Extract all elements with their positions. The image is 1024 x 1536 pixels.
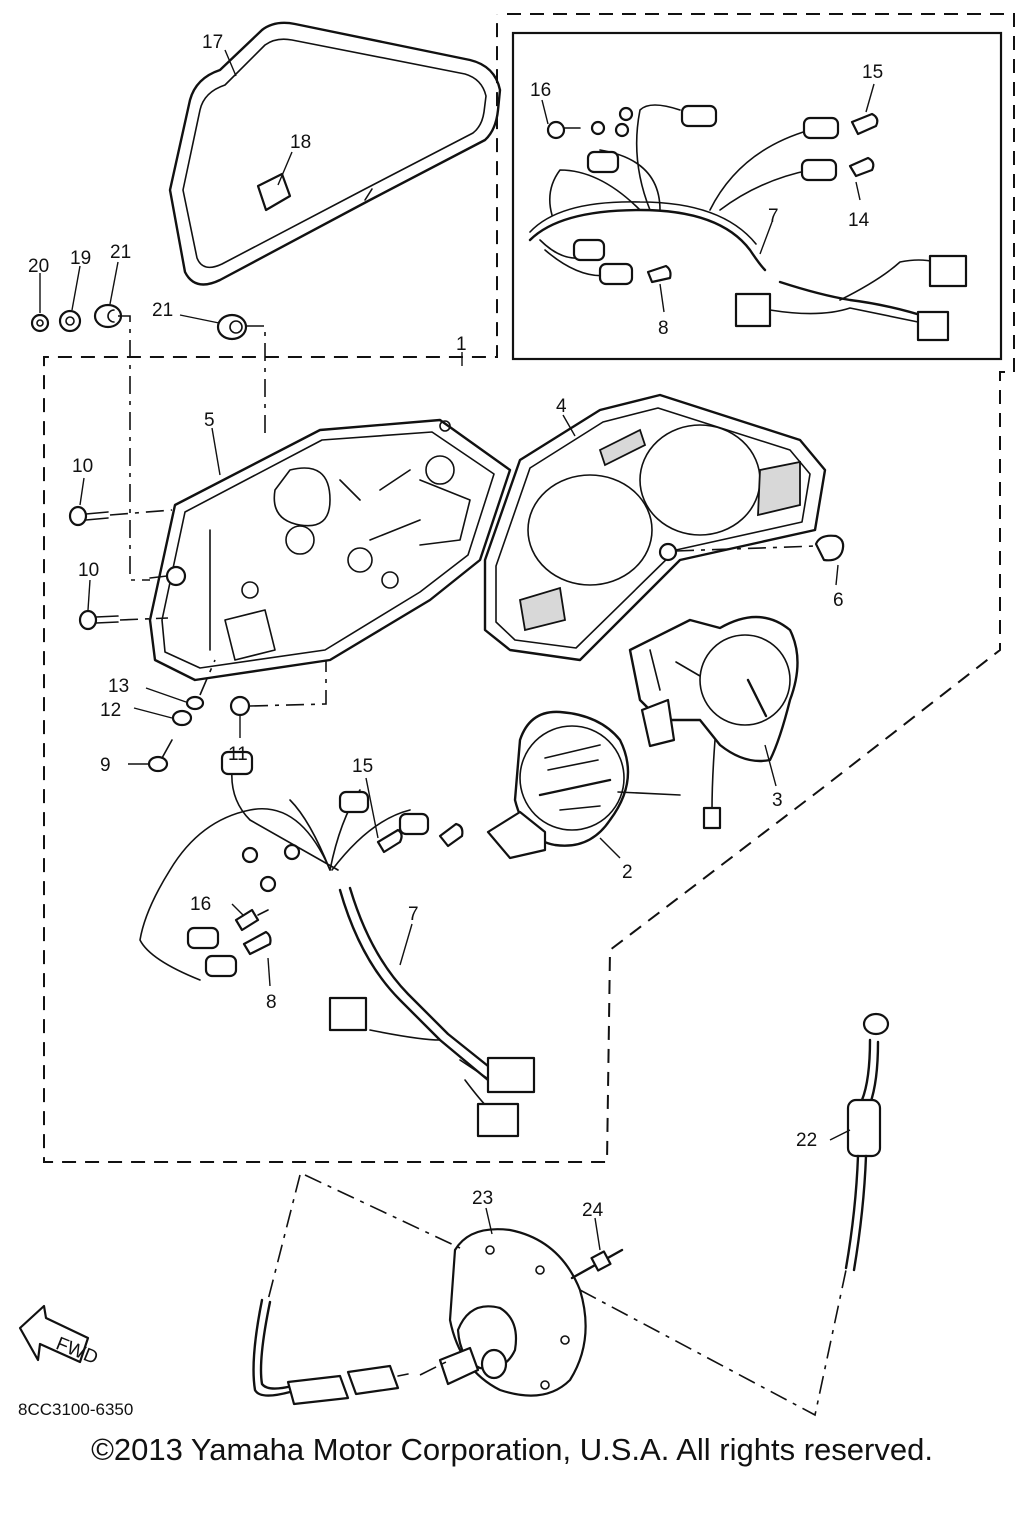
copyright-notice: ©2013 Yamaha Motor Corporation, U.S.A. A…	[91, 1432, 933, 1467]
fwd-arrow-icon: FWD	[18, 1304, 101, 1369]
washer-13	[185, 695, 205, 711]
cap-6	[658, 534, 845, 562]
bulb-15-upper	[850, 112, 879, 136]
callout-10a: 10	[72, 456, 93, 477]
pin-24	[570, 1248, 624, 1280]
callout-10b: 10	[78, 560, 99, 581]
callout-14: 14	[848, 210, 870, 231]
callout-9: 9	[100, 755, 111, 776]
callout-1: 1	[456, 334, 467, 355]
callout-6: 6	[833, 590, 844, 611]
lens-cover-17	[168, 21, 502, 286]
gear-unit-23	[438, 1228, 587, 1397]
grommet-21a	[93, 303, 123, 329]
callout-13: 13	[108, 676, 129, 697]
callout-15-upper: 15	[862, 62, 883, 83]
bulb-15-lower	[376, 828, 403, 854]
socket-lower-a	[438, 822, 464, 848]
screw-small	[149, 565, 187, 587]
meter-panel-4	[483, 393, 827, 662]
washer-19	[58, 309, 82, 333]
inset-box	[511, 31, 1003, 361]
lower-cable	[252, 1298, 409, 1406]
callout-16-lower: 16	[190, 894, 211, 915]
socket-16-lower	[234, 908, 269, 932]
callout-18: 18	[290, 132, 311, 153]
grommet-21b	[216, 313, 248, 341]
bulb-14	[848, 156, 875, 178]
callout-8-upper: 8	[658, 318, 669, 339]
speedometer-2	[486, 710, 681, 860]
callout-3: 3	[772, 790, 783, 811]
callout-4: 4	[556, 396, 567, 417]
callout-2: 2	[622, 862, 633, 883]
tachometer-3	[628, 615, 799, 830]
callout-22: 22	[796, 1130, 817, 1151]
bolt-10b	[78, 609, 119, 631]
wire-harness-7-lower	[139, 750, 536, 1138]
screw-9	[147, 739, 173, 773]
callout-24: 24	[582, 1200, 604, 1221]
callout-7-lower: 7	[408, 904, 419, 925]
callout-11: 11	[228, 744, 248, 765]
callout-16-upper: 16	[530, 80, 551, 101]
drawing-code: 8CC3100-6350	[18, 1400, 134, 1419]
wire-harness-7-upper	[528, 104, 968, 342]
callout-19: 19	[70, 248, 91, 269]
callout-7-upper: 7	[768, 206, 779, 227]
socket-16-upper	[546, 120, 581, 140]
callout-5: 5	[204, 410, 215, 431]
callout-23: 23	[472, 1188, 493, 1209]
nut-20	[30, 313, 50, 333]
callout-20: 20	[28, 256, 49, 277]
washer-12	[171, 709, 193, 727]
grommet-11	[229, 695, 251, 717]
speedo-cable-22	[844, 1012, 890, 1272]
callout-21a: 21	[110, 242, 131, 263]
callout-21b: 21	[152, 300, 173, 321]
callout-12: 12	[100, 700, 121, 721]
bolt-10a	[68, 505, 109, 527]
callout-8-lower: 8	[266, 992, 277, 1013]
callout-17: 17	[202, 32, 223, 53]
bulb-8-upper	[646, 264, 672, 284]
meter-case-5	[148, 418, 512, 682]
assembly-boundary	[43, 13, 1015, 1163]
bulb-8-lower	[242, 930, 272, 956]
callout-15-lower: 15	[352, 756, 373, 777]
pad-18	[256, 172, 292, 212]
